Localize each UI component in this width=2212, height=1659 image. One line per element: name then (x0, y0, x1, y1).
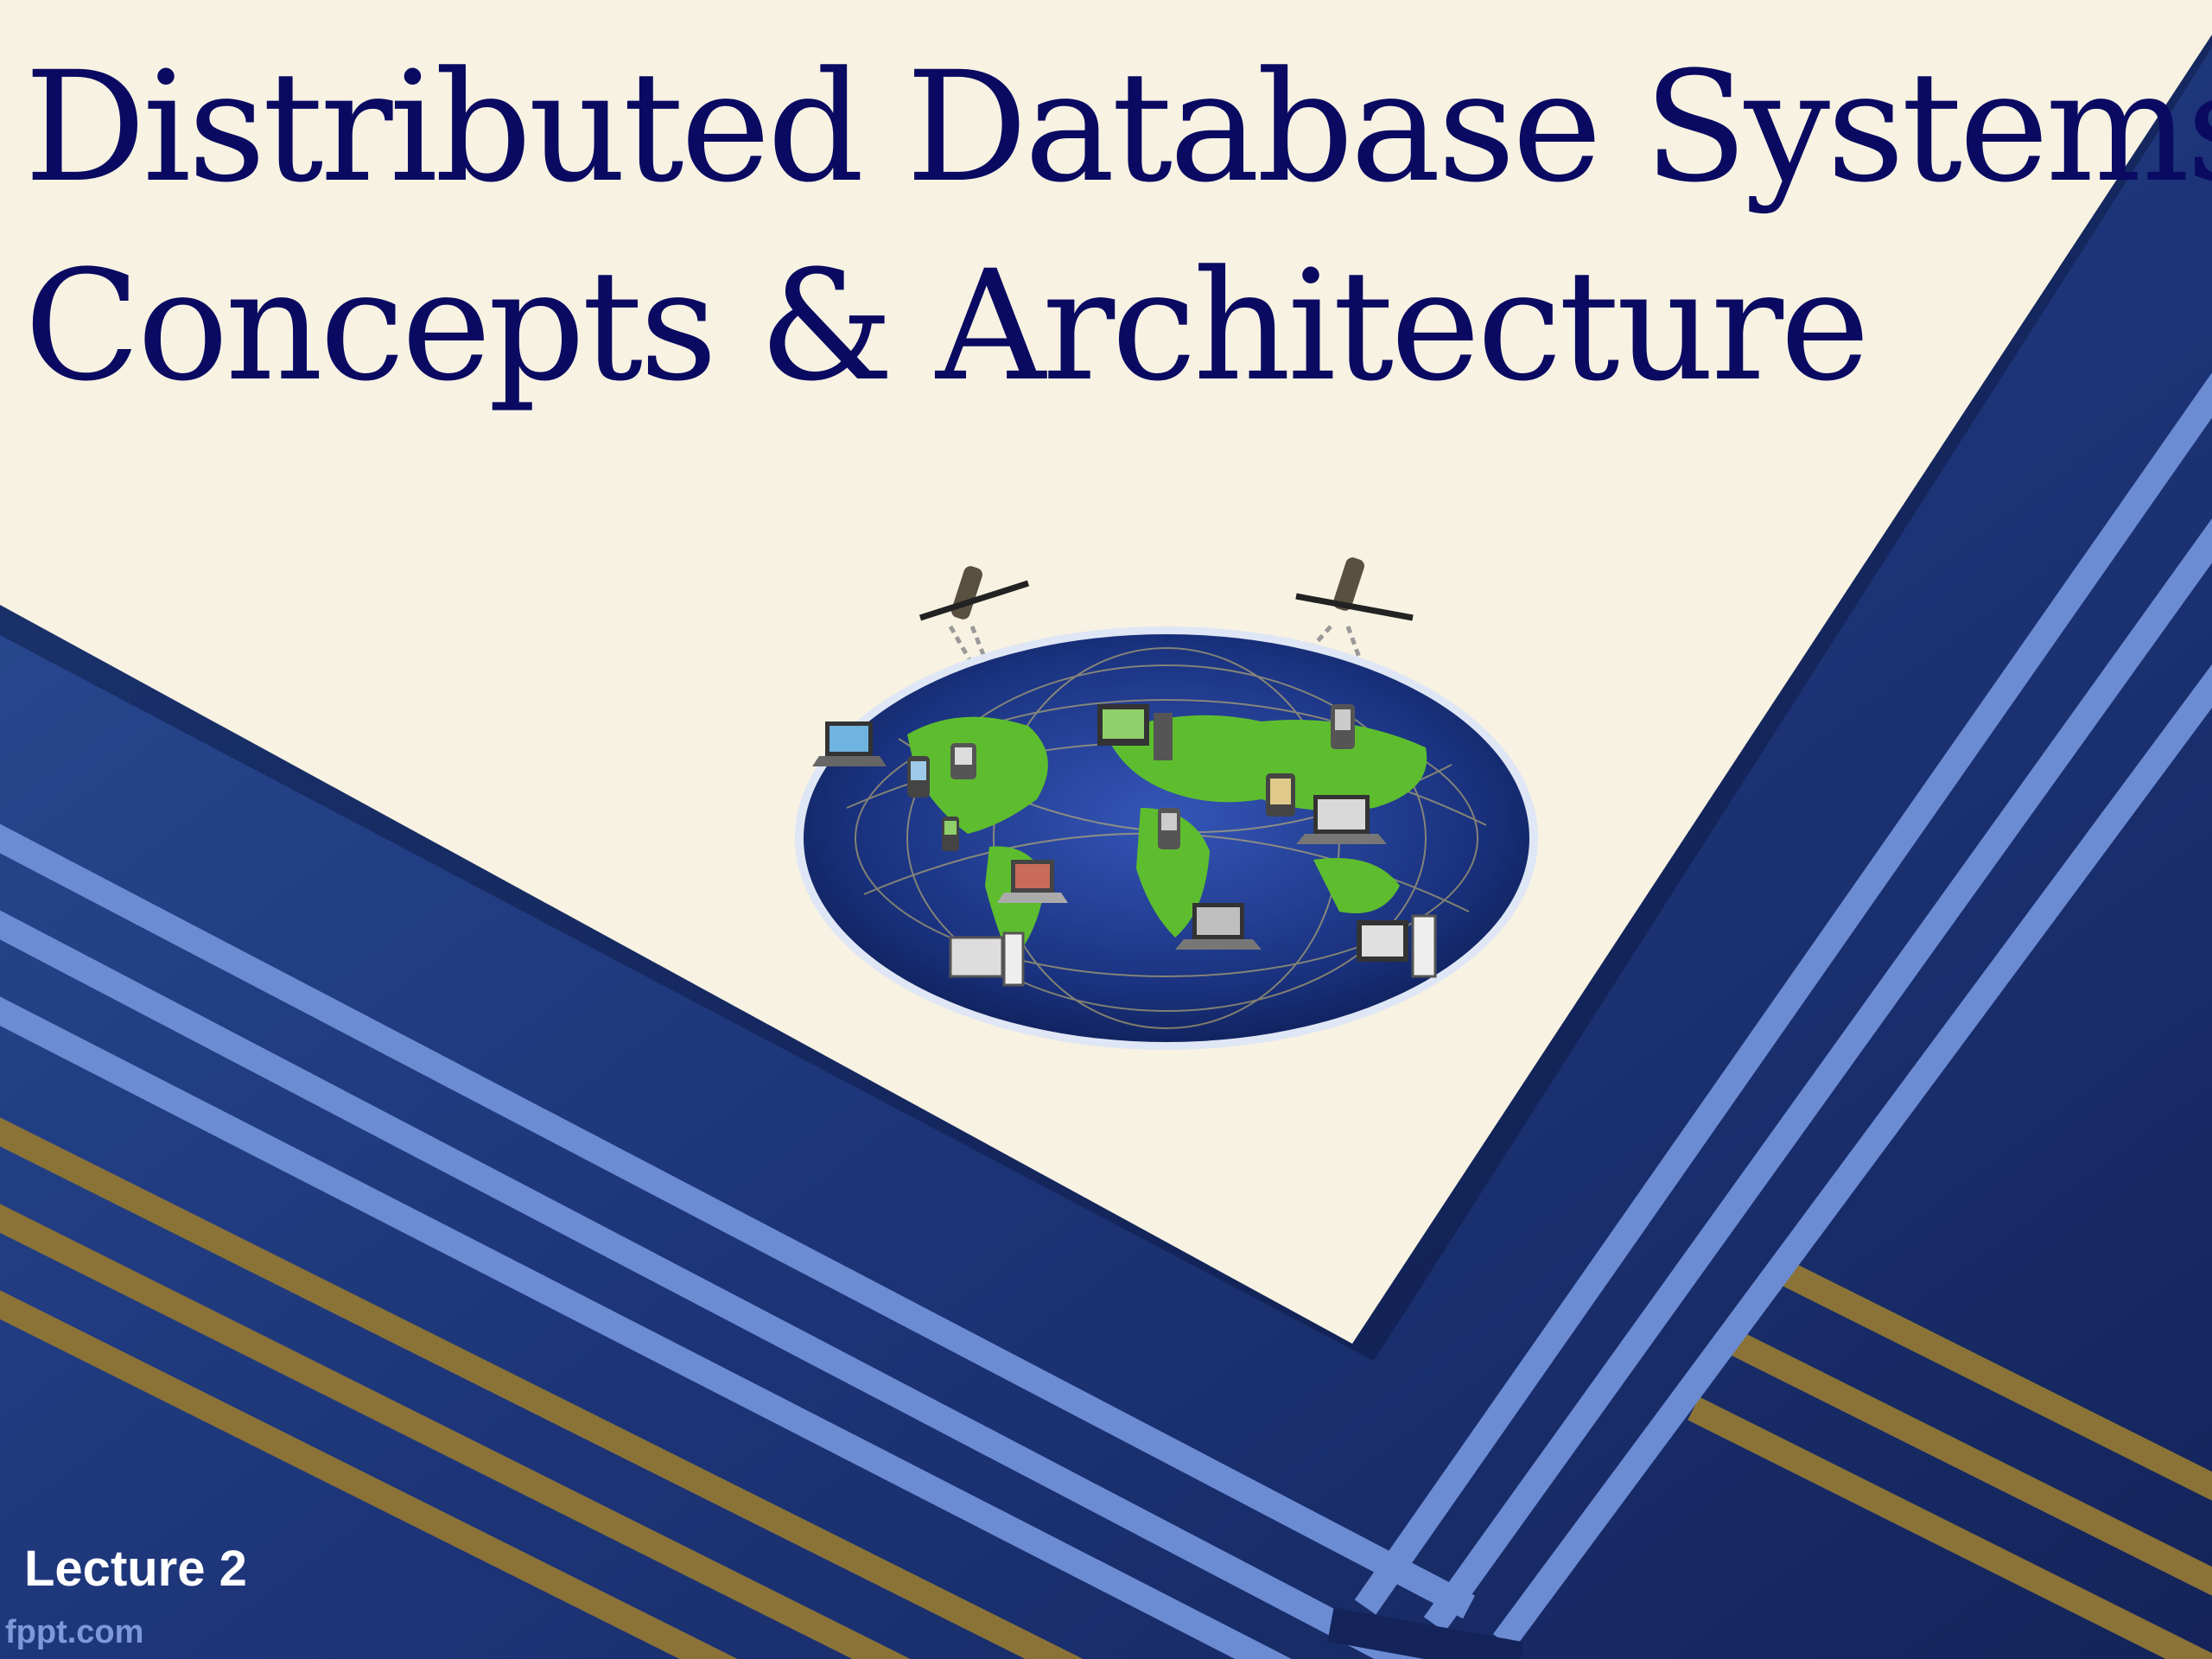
mobile-phone-icon (1266, 773, 1295, 817)
laptop-icon (1296, 795, 1387, 844)
lecture-label: Lecture 2 (24, 1541, 247, 1597)
globe-network-icon (795, 557, 1538, 1050)
desktop-computer-icon (1097, 704, 1173, 760)
bottom-band (1327, 1607, 1524, 1659)
mobile-phone-icon (1331, 704, 1355, 749)
blue-stripes-right (1354, 372, 2212, 1649)
slide-title-line-1: Distributed Database Systems (24, 39, 2212, 216)
desktop-computer-icon (949, 931, 1025, 987)
mobile-phone-icon (907, 756, 930, 798)
world-map (907, 715, 1427, 963)
gold-stripes-left (0, 1117, 1084, 1659)
laptop-icon (812, 721, 887, 766)
mobile-phone-icon (1158, 808, 1180, 849)
desktop-computer-icon (1357, 914, 1437, 978)
laptop-icon (1175, 903, 1262, 950)
gold-stripes-right (1688, 1258, 2212, 1659)
mobile-phone-icon (942, 817, 959, 851)
blue-stripes-left (0, 823, 1475, 1659)
laptop-icon (997, 860, 1068, 903)
mobile-phone-icon (950, 743, 976, 779)
footer-watermark: fppt.com (5, 1614, 144, 1650)
slide-title-line-2: Concepts & Architecture (24, 238, 1870, 415)
